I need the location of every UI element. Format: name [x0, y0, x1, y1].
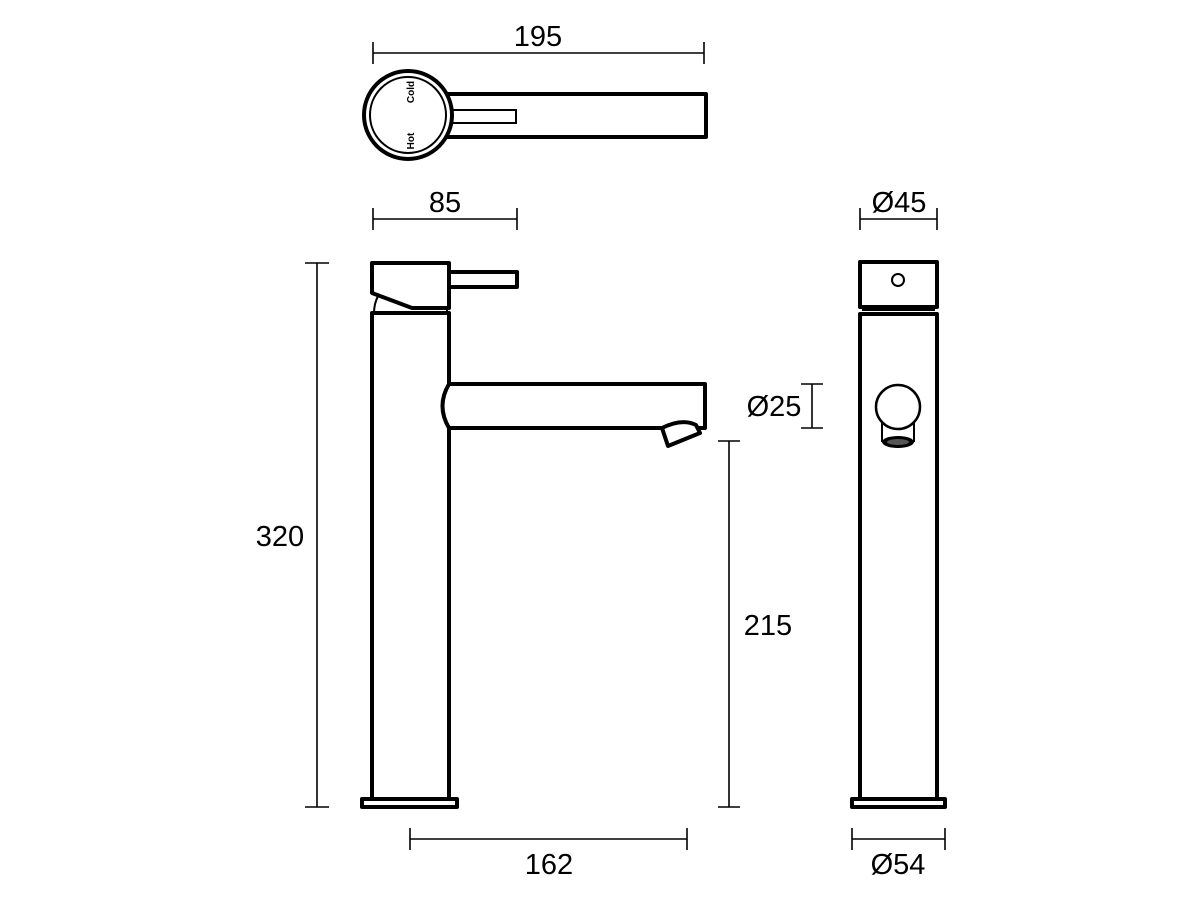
- dimension-label-d54: Ø54: [871, 849, 926, 881]
- handle-outer-ring: [362, 69, 454, 161]
- dimension-label-d45: Ø45: [872, 187, 927, 219]
- side-body: [858, 312, 939, 802]
- base-plate: [360, 797, 459, 809]
- lever-top: [428, 92, 708, 139]
- side-head: [858, 260, 939, 309]
- dimension-label-d25: Ø25: [747, 391, 802, 423]
- aerator: [660, 420, 702, 448]
- dimension-label-162: 162: [525, 849, 573, 881]
- indicator-hole: [891, 273, 905, 287]
- top-view: 195 Cold Hot: [362, 21, 708, 161]
- spout: [440, 382, 707, 430]
- dimension-label-195: 195: [514, 21, 562, 53]
- dimension-195: 195: [372, 21, 705, 64]
- tap-body: [370, 311, 451, 802]
- tap-head: [370, 261, 451, 310]
- dimension-215: 215: [718, 440, 792, 808]
- cold-label: Cold: [406, 81, 417, 103]
- side-base-plate: [850, 797, 947, 809]
- hot-label: Hot: [406, 132, 417, 149]
- side-spout: [874, 383, 922, 431]
- lever: [447, 270, 519, 289]
- dimension-label-85: 85: [429, 187, 461, 219]
- side-view: Ø45 Ø54: [850, 187, 947, 881]
- dimension-d45: Ø45: [859, 187, 938, 230]
- handle-inner-ring: [369, 76, 447, 154]
- dimension-162: 162: [409, 828, 688, 881]
- dimension-85: 85: [372, 187, 518, 230]
- dimension-label-320: 320: [256, 521, 304, 553]
- front-view: 85 320 215 Ø25 1: [256, 187, 823, 881]
- dimension-d25: Ø25: [747, 383, 823, 429]
- dimension-320: 320: [256, 262, 329, 808]
- dimension-d54: Ø54: [851, 828, 946, 881]
- dimension-label-215: 215: [744, 610, 792, 642]
